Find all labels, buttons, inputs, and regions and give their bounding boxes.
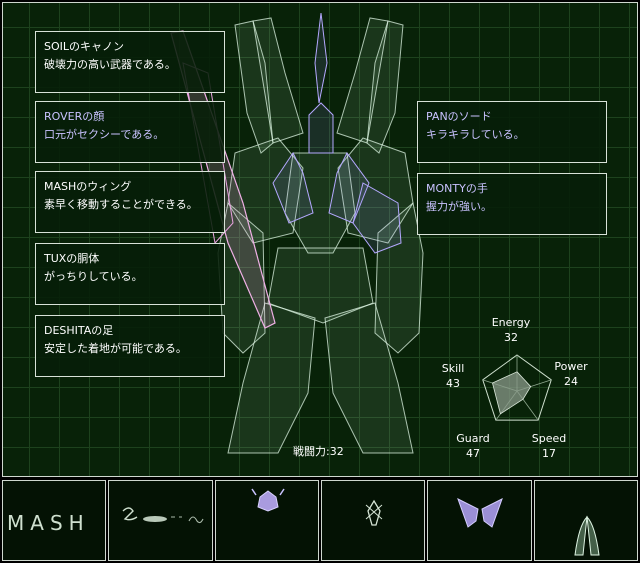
wing-slot[interactable] [427,480,532,561]
part-title: MONTYの手 [426,182,488,195]
body-icon [365,499,383,526]
part-title: DESHITAの足 [44,324,114,337]
radar-frame [482,354,552,421]
part-desc: 破壊力の高い武器である。 [44,58,176,71]
part-panel-deshita[interactable]: DESHITAの足 安定した着地が可能である。 [35,315,225,377]
stat-label: Guard [456,432,490,445]
body-slot[interactable] [320,480,426,561]
stat-guard: Guard 47 [453,431,493,461]
hand-slot[interactable] [533,480,638,561]
part-title: PANのソード [426,110,492,123]
part-panel-rover[interactable]: ROVERの顔 口元がセクシーである。 [35,101,225,163]
stat-label: Energy [491,316,531,329]
part-title: SOILのキャノン [44,40,125,53]
cannon-icon [122,507,204,524]
part-title: MASHのウィング [44,180,132,193]
part-panel-pan[interactable]: PANのソード キラキラしている。 [417,101,607,163]
parts-strip: MASH [2,480,638,561]
stat-radar-chart [482,354,552,421]
selected-robot-name: MASH [7,511,90,535]
stat-value: 24 [564,375,578,388]
stat-value: 43 [446,377,460,390]
stat-label: Power [554,360,588,373]
stat-value: 17 [542,447,556,460]
head-slot[interactable] [214,480,319,561]
part-panel-mash[interactable]: MASHのウィング 素早く移動することができる。 [35,171,225,233]
part-desc: がっちりしている。 [44,270,143,283]
part-title: TUXの胴体 [44,252,100,265]
name-slot[interactable]: MASH [2,480,107,561]
cannon-slot[interactable] [108,480,213,561]
wing-icon [457,497,504,528]
hand-icon [574,515,600,556]
part-desc: キラキラしている。 [426,128,525,141]
main-viewport: SOILのキャノン 破壊力の高い武器である。 ROVERの顔 口元がセクシーであ… [2,2,638,477]
stat-power: Power 24 [551,359,591,389]
stat-speed: Speed 17 [529,431,569,461]
part-desc: 安定した着地が可能である。 [44,342,187,355]
stat-value: 32 [504,331,518,344]
stat-value: 47 [466,447,480,460]
part-desc: 素早く移動することができる。 [44,198,198,211]
stat-energy: Energy 32 [491,315,531,345]
stat-label: Skill [441,362,465,375]
radar-value-area [491,371,532,415]
part-panel-tux[interactable]: TUXの胴体 がっちりしている。 [35,243,225,305]
part-title: ROVERの顔 [44,110,105,123]
part-panel-monty[interactable]: MONTYの手 握力が強い。 [417,173,607,235]
part-panel-soil[interactable]: SOILのキャノン 破壊力の高い武器である。 [35,31,225,93]
part-desc: 握力が強い。 [426,200,492,213]
combat-power-label: 戦闘力:32 [293,445,344,458]
stat-skill: Skill 43 [433,361,473,391]
part-desc: 口元がセクシーである。 [44,128,165,141]
head-icon [251,488,285,512]
stat-label: Speed [531,432,567,445]
